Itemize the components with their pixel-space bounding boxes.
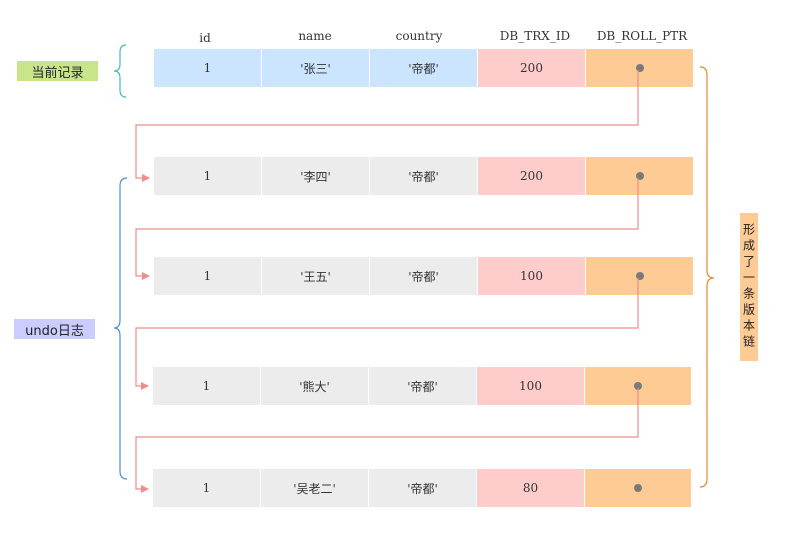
cell-country: '帝都' xyxy=(369,469,476,507)
header-country: country xyxy=(395,29,443,43)
pointer-dot-icon xyxy=(635,272,644,280)
undo-log-label: undo日志 xyxy=(14,319,95,339)
cell-name: '吴老二' xyxy=(261,469,368,507)
pointer-dot-icon xyxy=(635,64,644,72)
roll-pointer-arrow xyxy=(135,388,639,493)
cell-name: '王五' xyxy=(262,257,369,295)
cell-id: 1 xyxy=(154,49,261,87)
pointer-dot-icon xyxy=(634,484,642,492)
header-db-trx-id: DB_TRX_ID xyxy=(499,29,571,43)
cell-name: '李四' xyxy=(262,157,369,195)
cell-id: 1 xyxy=(153,469,260,507)
header-name: name xyxy=(298,29,332,43)
roll-pointer-arrow xyxy=(135,178,639,280)
cell-country: '帝都' xyxy=(370,257,477,295)
header-db-roll-ptr: DB_ROLL_PTR xyxy=(596,29,688,43)
roll-pointer-arrow xyxy=(135,278,639,390)
cell-trx-id: 200 xyxy=(478,157,585,195)
undo-log-brace xyxy=(113,177,128,480)
cell-country: '帝都' xyxy=(369,367,476,405)
pointer-dot-icon xyxy=(634,382,642,390)
cell-trx-id: 200 xyxy=(478,49,585,87)
cell-id: 1 xyxy=(154,157,261,195)
pointer-dot-icon xyxy=(635,172,644,180)
cell-trx-id: 100 xyxy=(477,367,584,405)
cell-id: 1 xyxy=(153,367,260,405)
cell-roll-ptr xyxy=(586,49,693,87)
cell-name: '张三' xyxy=(262,49,369,87)
cell-name: '熊大' xyxy=(261,367,368,405)
cell-roll-ptr xyxy=(586,157,693,195)
version-chain-label: 形成了一条版本链 xyxy=(740,213,758,361)
header-id: id xyxy=(199,31,211,45)
version-chain-brace xyxy=(699,66,715,488)
cell-roll-ptr xyxy=(586,257,693,295)
roll-pointer-arrow xyxy=(135,70,639,182)
current-record-label: 当前记录 xyxy=(17,61,98,81)
current-record-brace xyxy=(113,44,127,98)
cell-trx-id: 80 xyxy=(477,469,584,507)
cell-id: 1 xyxy=(154,257,261,295)
cell-roll-ptr xyxy=(585,469,691,507)
cell-trx-id: 100 xyxy=(478,257,585,295)
cell-country: '帝都' xyxy=(370,49,477,87)
cell-country: '帝都' xyxy=(370,157,477,195)
